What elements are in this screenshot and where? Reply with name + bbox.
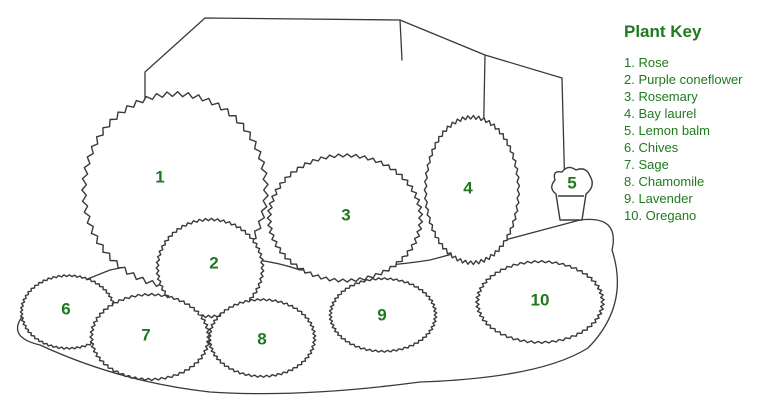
- plant-key-list: 1. Rose 2. Purple coneflower 3. Rosemary 4.…: [624, 54, 743, 224]
- plant-5-label: 5: [567, 173, 576, 192]
- plant-10-shrub: [475, 259, 605, 345]
- plant-9-label: 9: [377, 305, 386, 324]
- plant-7-shrub: [89, 292, 211, 382]
- house-outline: [144, 17, 566, 213]
- plant-1-label: 1: [155, 167, 164, 186]
- plant-3-shrub: [266, 153, 424, 283]
- plant-8-label: 8: [257, 329, 266, 348]
- plant-4-label: 4: [463, 178, 473, 197]
- plant-key-item: 10. Oregano: [624, 208, 697, 223]
- plant-6-label: 6: [61, 299, 70, 318]
- plant-key-item: 5. Lemon balm: [624, 123, 710, 138]
- plant-2-label: 2: [209, 253, 218, 272]
- plant-key-item: 9. Lavender: [624, 191, 693, 206]
- plant-9-shrub: [328, 277, 438, 353]
- plant-key-item: 1. Rose: [624, 55, 669, 70]
- plant-10-label: 10: [531, 290, 550, 309]
- plant-key: Plant Key 1. Rose 2. Purple coneflower 3. …: [624, 22, 743, 224]
- plant-3-label: 3: [341, 205, 350, 224]
- plant-key-item: 8. Chamomile: [624, 174, 705, 189]
- plant-4-shrub: [423, 114, 521, 266]
- plant-key-item: 2. Purple coneflower: [624, 72, 743, 87]
- plant-key-title: Plant Key: [624, 22, 702, 41]
- plant-key-item: 6. Chives: [624, 140, 679, 155]
- plant-5-pot: [551, 166, 593, 221]
- plant-key-item: 7. Sage: [624, 157, 669, 172]
- plant-key-item: 3. Rosemary: [624, 89, 698, 104]
- plant-key-item: 4. Bay laurel: [624, 106, 697, 121]
- plant-7-label: 7: [141, 325, 150, 344]
